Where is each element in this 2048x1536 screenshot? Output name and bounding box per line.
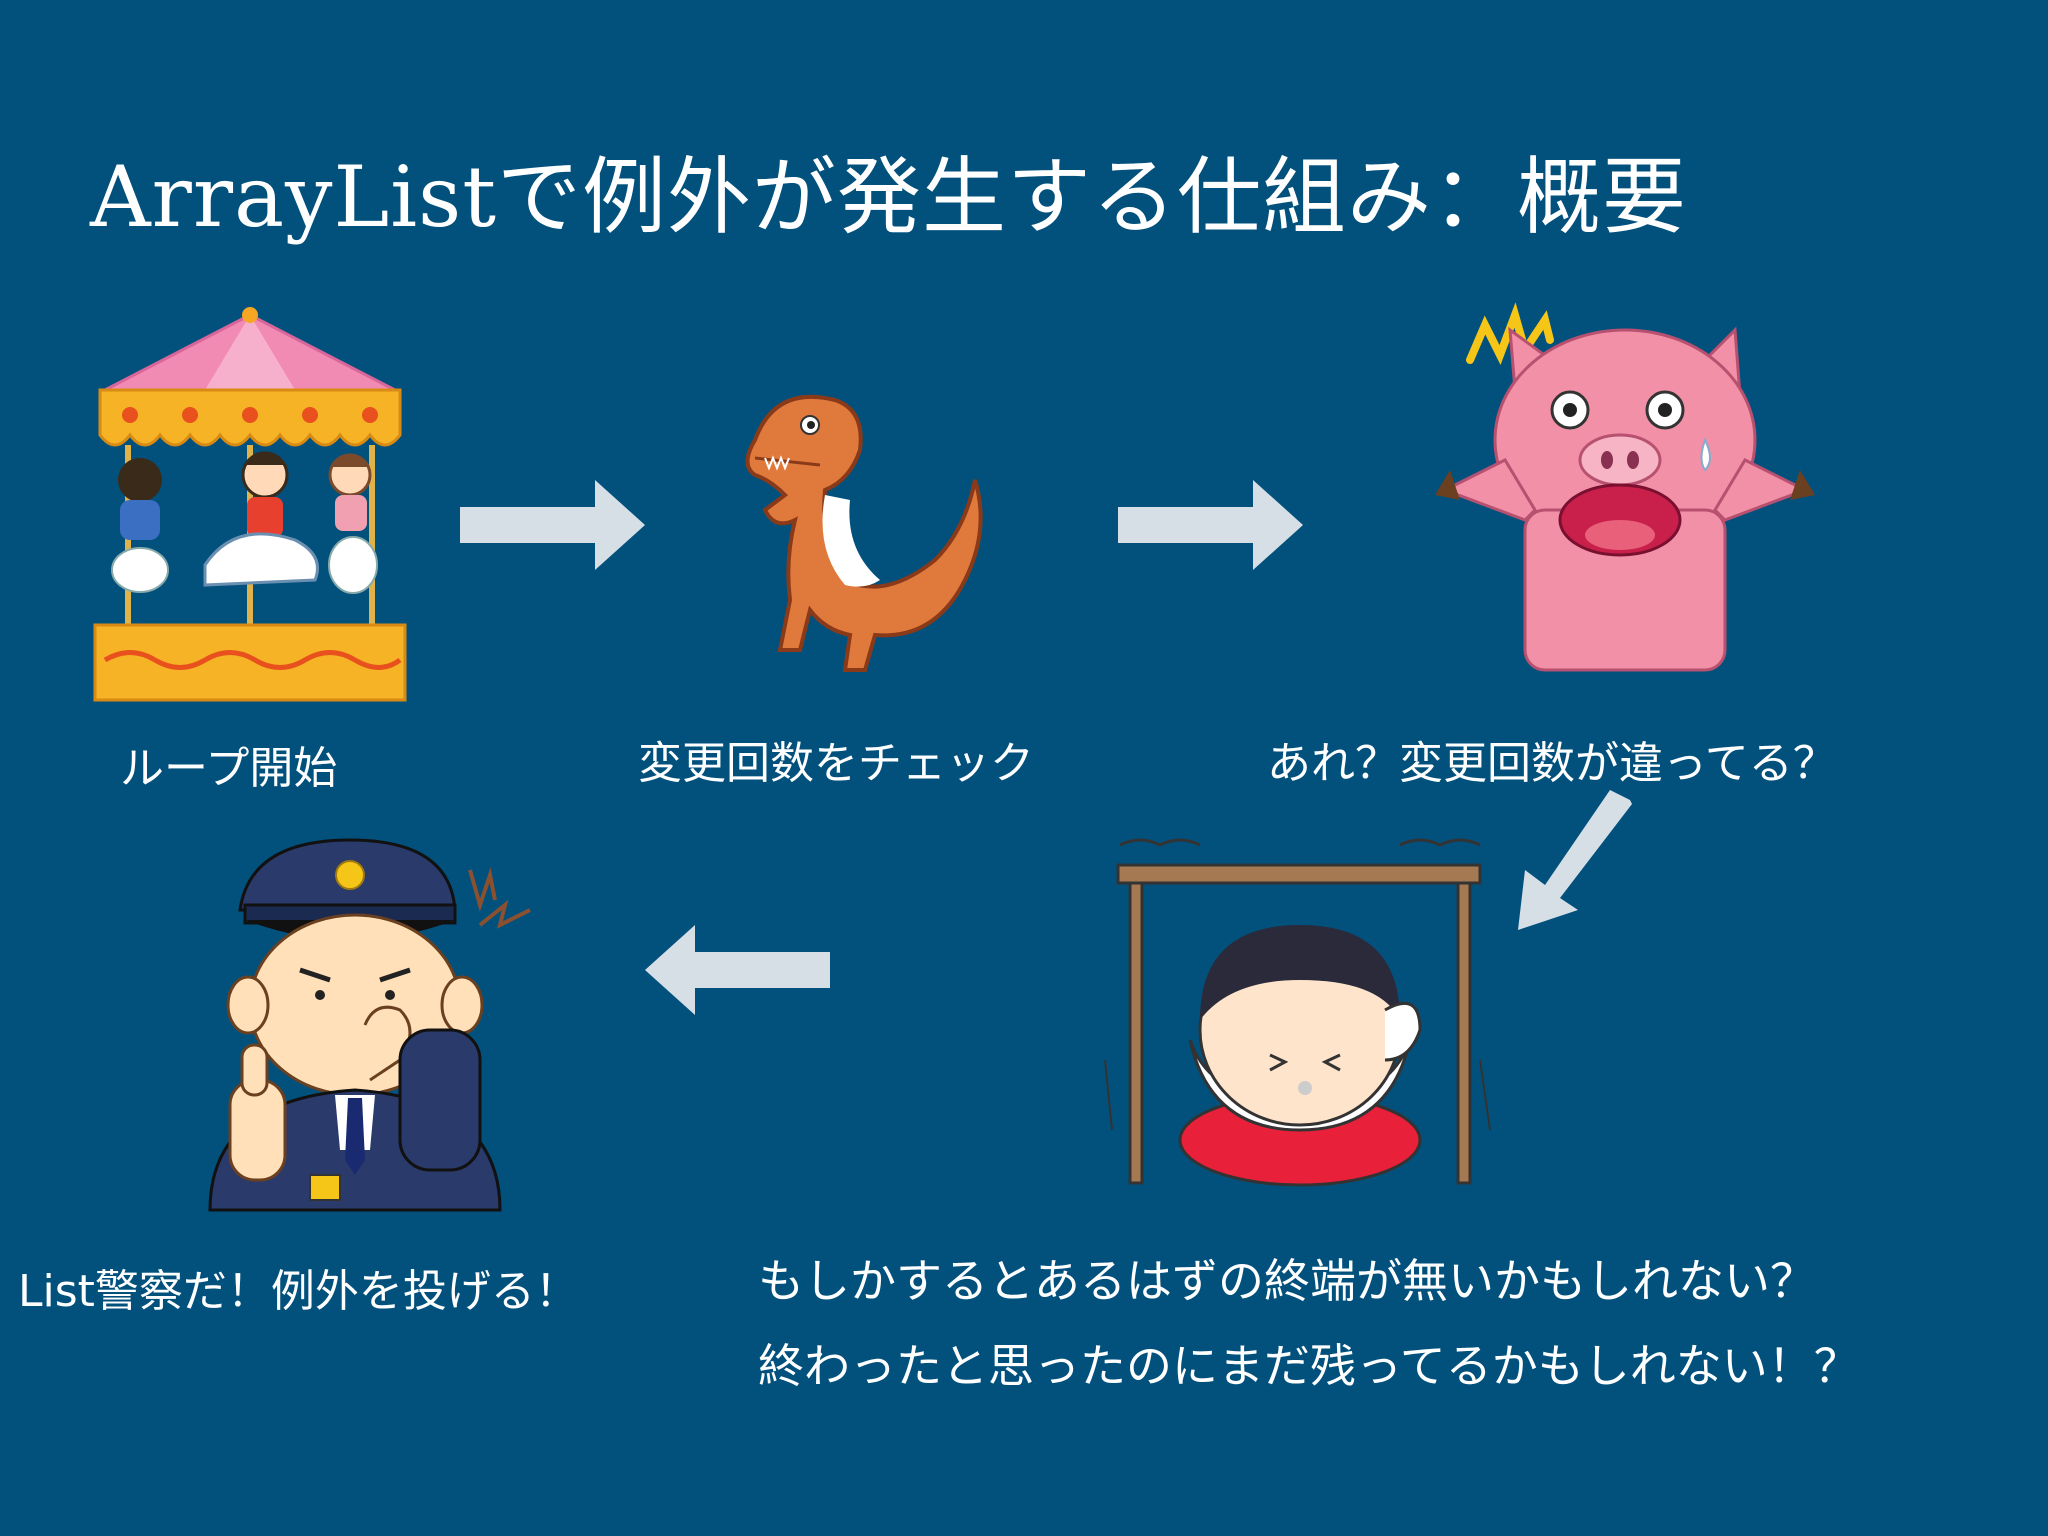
arrow-right-1 <box>460 480 645 570</box>
step-label-check-count: 変更回数をチェック <box>638 738 1034 789</box>
police-officer-icon <box>208 838 531 1212</box>
step-label-count-mismatch: あれ？変更回数が違ってる？ <box>1267 738 1837 789</box>
child-under-desk-icon <box>1104 838 1491 1187</box>
carousel-icon <box>93 307 407 702</box>
step-label-throw-exception: List警察だ！例外を投げる！ <box>18 1266 579 1317</box>
surprised-pig-icon <box>1435 302 1815 672</box>
step-label-loop-start: ループ開始 <box>120 743 338 794</box>
slide-title: ArrayListで例外が発生する仕組み：概要 <box>90 148 1688 246</box>
arrow-right-2 <box>1118 480 1303 570</box>
arrow-left <box>645 925 830 1015</box>
note-line-1: もしかするとあるはずの終端が無いかもしれない？ <box>758 1254 1816 1308</box>
note-line-2: 終わったと思ったのにまだ残ってるかもしれない！？ <box>758 1339 1860 1393</box>
arrow-down-left <box>1518 790 1632 930</box>
dinosaur-icon <box>745 394 983 672</box>
